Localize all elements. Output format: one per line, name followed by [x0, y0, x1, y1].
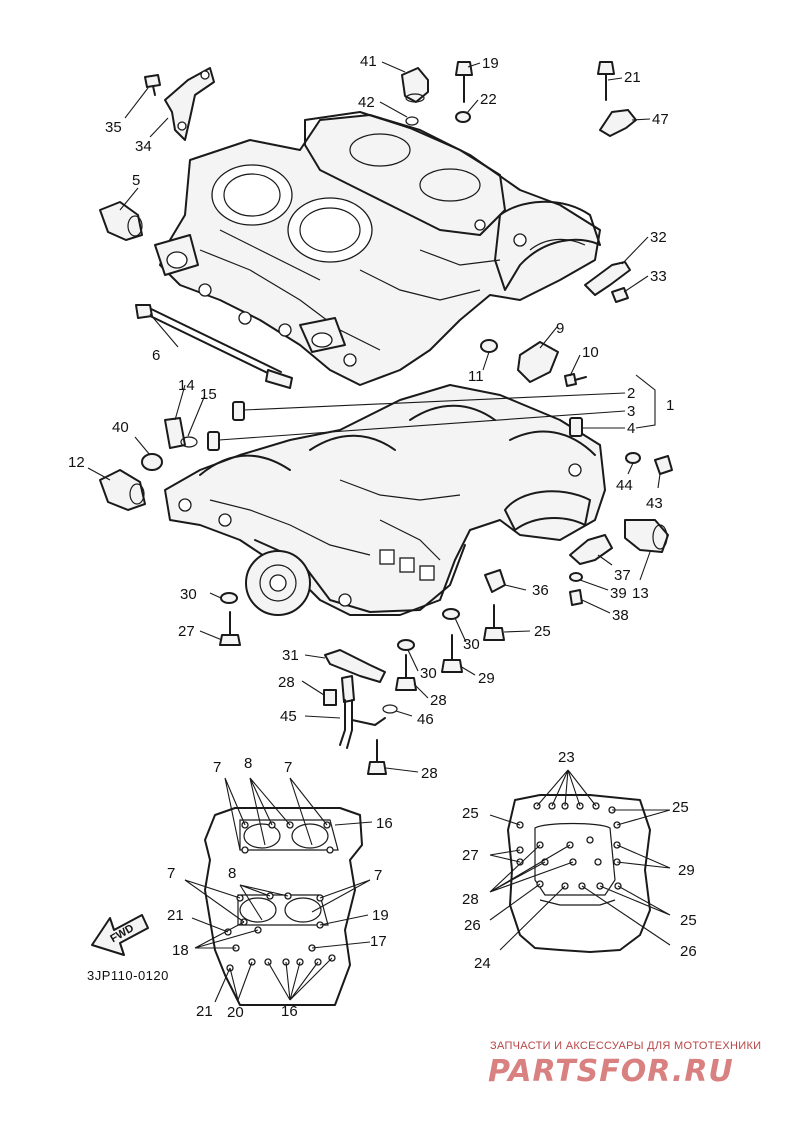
callout-19: 19 — [482, 55, 499, 72]
callout-28-c: 28 — [421, 765, 438, 782]
pattern-callout-27: 27 — [462, 847, 479, 864]
pattern-callout-25-b: 25 — [672, 799, 689, 816]
callout-39: 39 — [610, 585, 627, 602]
callout-32: 32 — [650, 229, 667, 246]
small-parts — [99, 61, 673, 775]
pattern-callout-7-d: 7 — [374, 867, 382, 884]
callout-30-a: 30 — [180, 586, 197, 603]
pattern-callout-18: 18 — [172, 942, 189, 959]
pattern-callout-24: 24 — [474, 955, 491, 972]
pattern-callout-8-a: 8 — [244, 755, 252, 772]
callout-6: 6 — [152, 347, 160, 364]
callout-3: 3 — [627, 403, 635, 420]
callout-25: 25 — [534, 623, 551, 640]
callout-31: 31 — [282, 647, 299, 664]
pattern-callout-29: 29 — [678, 862, 695, 879]
callout-42: 42 — [358, 94, 375, 111]
pattern-callout-25-c: 25 — [680, 912, 697, 929]
callout-28-a: 28 — [278, 674, 295, 691]
pattern-callout-25-a: 25 — [462, 805, 479, 822]
leader-lines — [87, 61, 661, 773]
callout-29: 29 — [478, 670, 495, 687]
upper-crankcase — [154, 111, 601, 386]
callout-1: 1 — [666, 397, 674, 414]
callout-28-b: 28 — [430, 692, 447, 709]
pattern-callout-7-c: 7 — [167, 865, 175, 882]
callout-46: 46 — [417, 711, 434, 728]
callout-14: 14 — [178, 377, 195, 394]
pattern-callout-16-b: 16 — [281, 1003, 298, 1020]
pattern-callout-8-b: 8 — [228, 865, 236, 882]
callout-22: 22 — [480, 91, 497, 108]
lower-crankcase — [164, 384, 606, 616]
pattern-callout-7-a: 7 — [213, 759, 221, 776]
pattern-callout-21-b: 21 — [196, 1003, 213, 1020]
callout-30-b: 30 — [463, 636, 480, 653]
callout-45: 45 — [280, 708, 297, 725]
callout-13: 13 — [632, 585, 649, 602]
watermark-logo: PARTSFOR.RU — [488, 1054, 734, 1089]
callout-numbers: 41 19 21 42 22 47 35 34 5 32 33 6 9 10 1… — [68, 53, 697, 1021]
callout-12: 12 — [68, 454, 85, 471]
callout-15: 15 — [200, 386, 217, 403]
callout-4: 4 — [627, 420, 635, 437]
bolt-pattern-upper-view — [184, 777, 373, 1006]
callout-21: 21 — [624, 69, 641, 86]
callout-35: 35 — [105, 119, 122, 136]
pattern-callout-7-b: 7 — [284, 759, 292, 776]
callout-10: 10 — [582, 344, 599, 361]
callout-36: 36 — [532, 582, 549, 599]
pattern-callout-26-b: 26 — [680, 943, 697, 960]
callout-30-c: 30 — [420, 665, 437, 682]
pattern-callout-26-a: 26 — [464, 917, 481, 934]
callout-41: 41 — [360, 53, 377, 70]
callout-37: 37 — [614, 567, 631, 584]
callout-47: 47 — [652, 111, 669, 128]
callout-27: 27 — [178, 623, 195, 640]
fwd-arrow-icon — [91, 914, 149, 956]
callout-2: 2 — [627, 385, 635, 402]
pattern-callout-28: 28 — [462, 891, 479, 908]
callout-43: 43 — [646, 495, 663, 512]
callout-33: 33 — [650, 268, 667, 285]
callout-34: 34 — [135, 138, 152, 155]
pattern-callout-21-a: 21 — [167, 907, 184, 924]
callout-9: 9 — [556, 320, 564, 337]
callout-38: 38 — [612, 607, 629, 624]
callout-40: 40 — [112, 419, 129, 436]
callout-11: 11 — [468, 368, 484, 385]
watermark-caption: ЗАПЧАСТИ И АКСЕССУАРЫ ДЛЯ МОТОТЕХНИКИ — [490, 1040, 762, 1052]
pattern-callout-23: 23 — [558, 749, 575, 766]
pattern-callout-20: 20 — [227, 1004, 244, 1021]
pattern-callout-17: 17 — [370, 933, 387, 950]
pattern-callout-19: 19 — [372, 907, 389, 924]
pattern-callout-16-a: 16 — [376, 815, 393, 832]
callout-44: 44 — [616, 477, 633, 494]
callout-5: 5 — [132, 172, 140, 189]
bolt-pattern-lower-view — [489, 769, 671, 953]
diagram-code: 3JP110-0120 — [87, 968, 169, 983]
